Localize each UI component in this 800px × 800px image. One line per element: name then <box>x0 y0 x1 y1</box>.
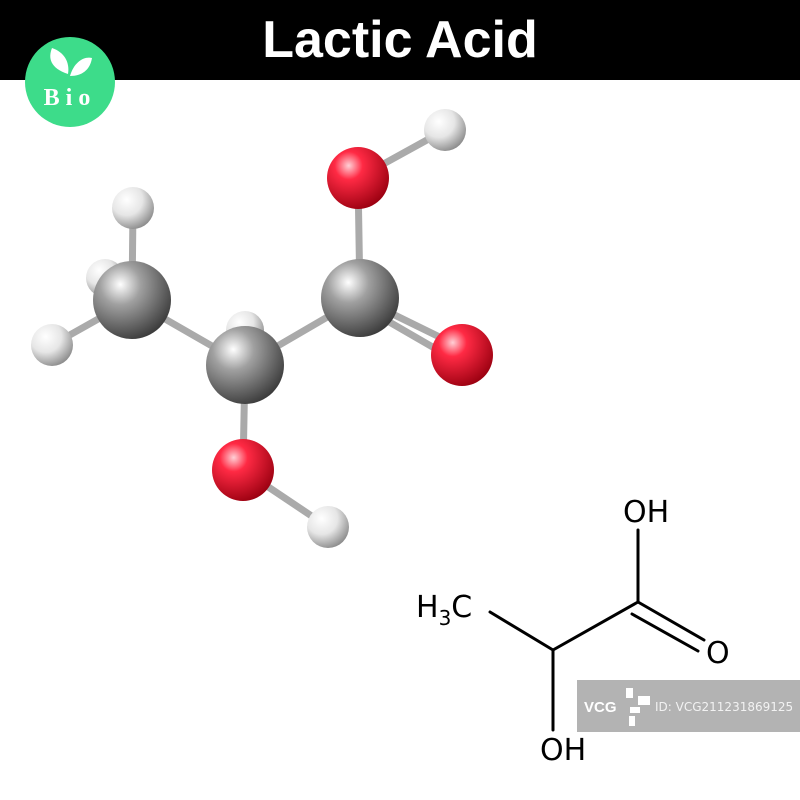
watermark: VCG ID: VCG211231869125 <box>577 680 800 732</box>
atoms <box>31 109 493 548</box>
logo-text: Bio <box>44 85 97 111</box>
leaf-icon <box>70 57 92 76</box>
hydroxyl-oh-label: OH <box>540 733 586 768</box>
carbon-atom <box>206 326 284 404</box>
methyl-label: H3C <box>416 590 472 630</box>
bio-logo: Bio <box>25 37 115 127</box>
hydrogen-atom <box>424 109 466 151</box>
skeletal-formula: H3C OH O OH <box>416 495 730 768</box>
leaf-icon <box>50 48 69 74</box>
carbon-atom <box>321 259 399 337</box>
title-bar <box>0 0 800 80</box>
oxygen-atom <box>212 439 274 501</box>
page-title: Lactic Acid <box>262 11 538 69</box>
oxygen-atom <box>431 324 493 386</box>
hydrogen-atom <box>307 506 349 548</box>
carboxyl-oh-label: OH <box>623 495 669 530</box>
hydrogen-atom <box>112 187 154 229</box>
watermark-id: ID: VCG211231869125 <box>655 700 793 714</box>
watermark-brand: VCG <box>584 699 617 716</box>
carbonyl-o-label: O <box>706 636 730 671</box>
oxygen-atom <box>327 147 389 209</box>
hydrogen-atom <box>31 324 73 366</box>
watermark-logo-icon <box>626 688 650 726</box>
carbon-atom <box>93 261 171 339</box>
